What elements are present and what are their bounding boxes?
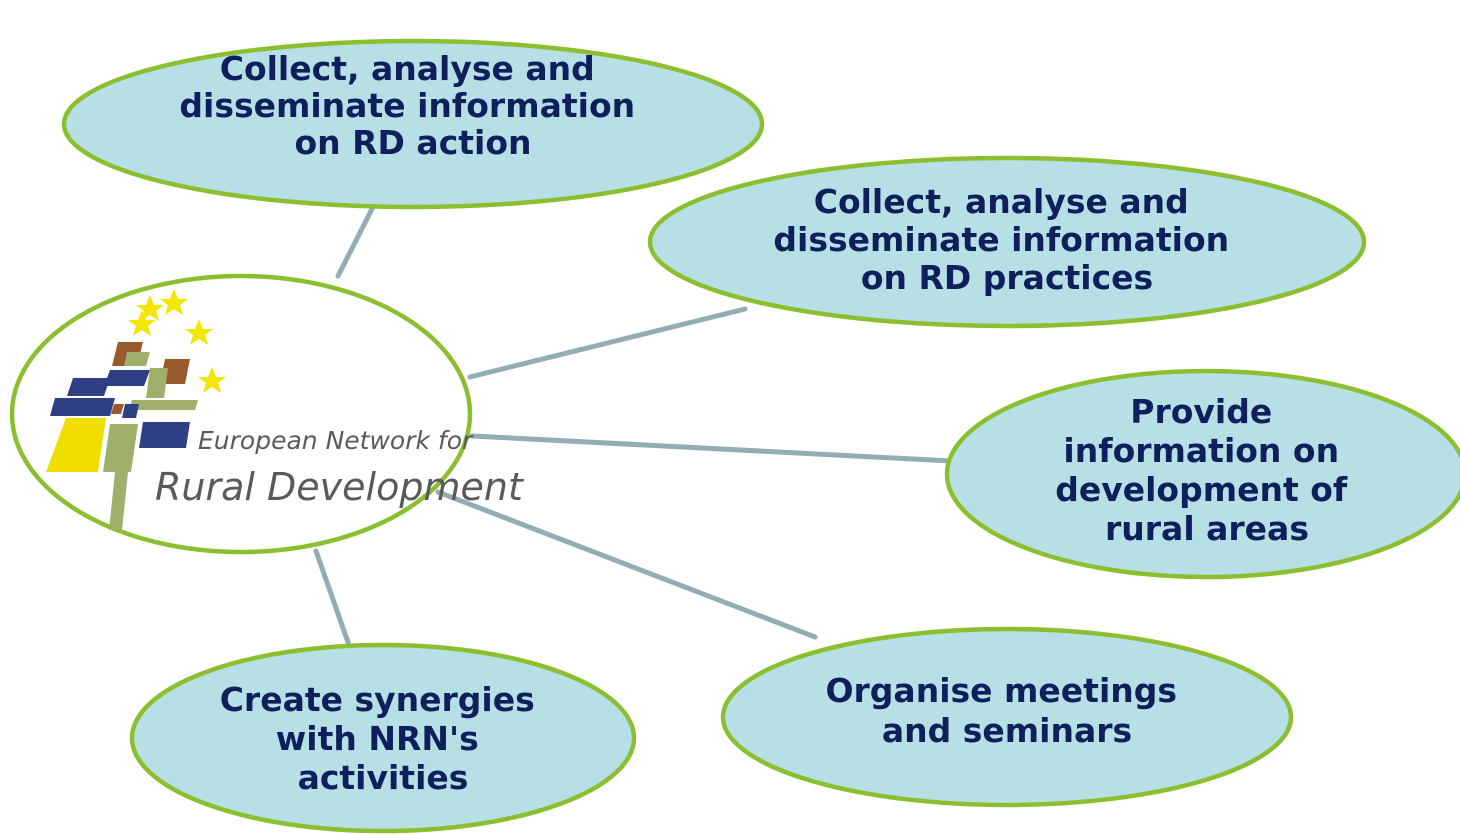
tile-navy-small xyxy=(122,404,139,418)
connector-rd-action xyxy=(335,204,376,279)
label-rd-practices: Collect, analyse and disseminate informa… xyxy=(773,182,1240,297)
tile-navy-low xyxy=(139,422,190,448)
node-rd-practices: Collect, analyse and disseminate informa… xyxy=(647,155,1367,329)
connector-rd-practices xyxy=(467,306,748,380)
logo-text-line2: Rural Development xyxy=(155,465,525,509)
node-rd-action: Collect, analyse and disseminate informa… xyxy=(61,38,765,210)
connector-meetings xyxy=(435,489,818,640)
tile-green-bar xyxy=(129,400,198,410)
tile-green-mid xyxy=(146,368,168,398)
label-meetings: Organise meetings and seminars xyxy=(825,671,1188,750)
connector-synergies xyxy=(313,548,352,648)
connector-provide-info xyxy=(469,433,954,464)
tile-navy-top xyxy=(104,370,150,386)
node-synergies: Create synergies with NRN's activities xyxy=(129,642,637,834)
node-meetings: Organise meetings and seminars xyxy=(720,626,1294,808)
central-hub: European Network for Rural Development xyxy=(9,273,525,555)
tile-navy-mid xyxy=(50,398,115,416)
logo-text-line1: European Network for xyxy=(198,426,474,455)
eu-stars-icon xyxy=(128,289,226,393)
tile-brown-small xyxy=(111,404,124,414)
tile-yellow-left xyxy=(46,418,106,472)
tile-green-low xyxy=(103,424,138,472)
connectors xyxy=(313,204,954,648)
bubble-synergies xyxy=(129,642,637,834)
tile-brown-right xyxy=(160,359,190,384)
node-provide-info: Provide information on development of ru… xyxy=(944,368,1460,580)
bubble-rd-action xyxy=(61,38,765,210)
rural-tiles-icon xyxy=(46,342,198,530)
bubble-provide-info xyxy=(944,368,1460,580)
tile-green-stem xyxy=(109,472,128,530)
bubble-meetings xyxy=(720,626,1294,808)
label-synergies: Create synergies with NRN's activities xyxy=(220,680,547,797)
tile-navy-left xyxy=(67,378,110,396)
tile-green-top xyxy=(124,352,150,366)
label-provide-info: Provide information on development of ru… xyxy=(1055,392,1359,548)
bubble-rd-practices xyxy=(647,155,1367,329)
enrd-logo: European Network for Rural Development xyxy=(46,289,525,530)
label-rd-action: Collect, analyse and disseminate informa… xyxy=(179,49,646,162)
